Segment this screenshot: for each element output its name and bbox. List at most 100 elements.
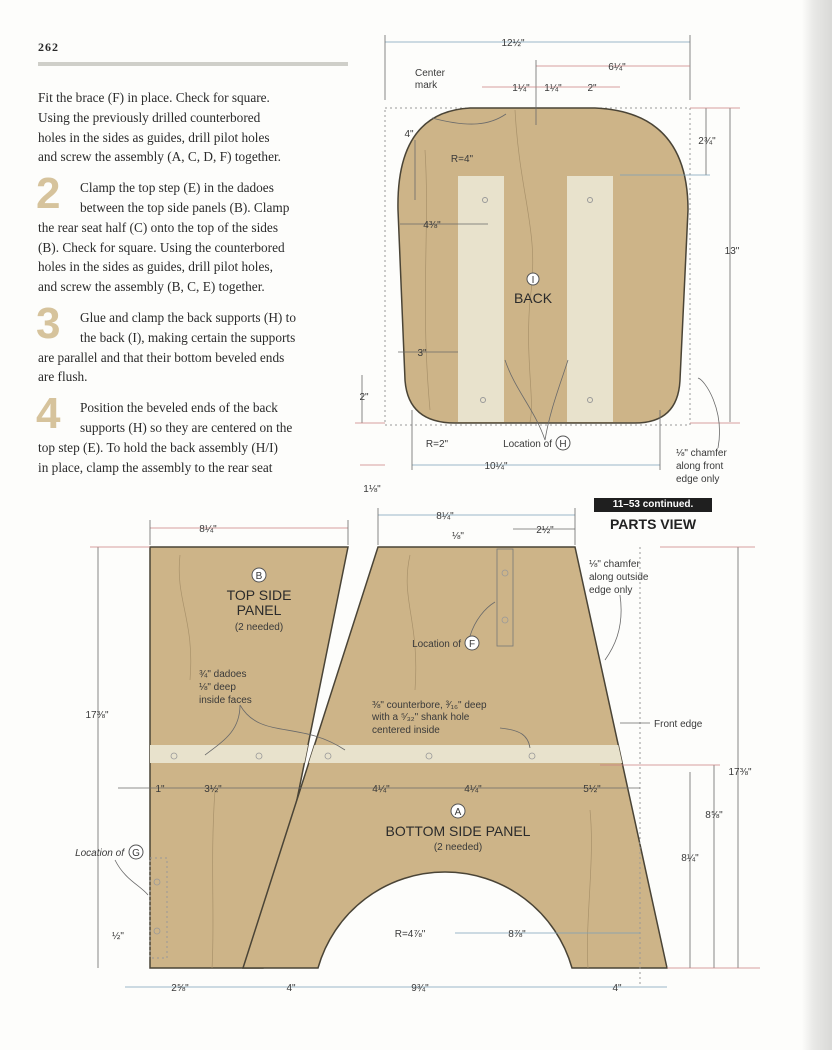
dim-label: ½"	[112, 931, 124, 942]
back-panel	[397, 107, 689, 424]
dim-label: 1¼"	[512, 82, 530, 94]
note-line: edge only	[589, 585, 632, 596]
dim-label: 6¼"	[608, 61, 626, 73]
text-line: and screw the assembly (B, C, E) togethe…	[38, 279, 265, 295]
back-bounding-box	[384, 107, 691, 426]
part-letter: A	[455, 807, 462, 818]
step-3: 3 Glue and clamp the back supports (H) t…	[36, 301, 358, 387]
paragraph-1: Fit the brace (F) in place. Check for sq…	[38, 88, 358, 167]
part-letter: G	[132, 848, 140, 859]
dim-label: 9¾"	[411, 983, 429, 994]
text-line: holes in the sides as guides, drill pilo…	[38, 129, 270, 145]
text-line: Glue and clamp the back supports (H) to	[80, 309, 297, 325]
note-line: along outside	[589, 572, 649, 583]
dim-label: 1⅛"	[363, 484, 381, 495]
wood-grain	[424, 149, 431, 411]
wood-grain	[514, 109, 534, 423]
top-step-dado	[150, 745, 667, 763]
dim-label: 2¾"	[698, 136, 716, 147]
part-qty: (2 needed)	[235, 622, 283, 633]
dim-label: 10¼"	[484, 460, 507, 472]
dim-label: 13"	[725, 246, 740, 257]
hole-mark	[587, 197, 593, 203]
text-line: are parallel and that their bottom bevel…	[38, 349, 285, 365]
part-letter: I	[532, 275, 535, 286]
page-edge-shadow	[802, 0, 832, 1050]
note-line: centered inside	[372, 725, 440, 736]
part-letter-circle	[128, 844, 144, 860]
text-line: supports (H) so they are centered on the	[80, 419, 293, 435]
step-4: 4 Position the beveled ends of the back …	[36, 392, 358, 477]
step-2: 2 Clamp the top step (E) in the dadoes b…	[36, 172, 358, 297]
instructions-column: Fit the brace (F) in place. Check for sq…	[36, 88, 358, 488]
dim-label: 2"	[359, 392, 369, 403]
dim-label: 4¼"	[464, 783, 482, 795]
part-letter-circle	[464, 635, 480, 651]
part-letter-circle	[526, 272, 540, 286]
note-line: ⅜" counterbore, ³⁄₁₆" deep	[372, 700, 487, 711]
part-letter: B	[256, 571, 263, 582]
part-letter-circle	[251, 567, 267, 583]
part-name: TOP SIDE	[227, 587, 292, 603]
text-line: top step (E). To hold the back assembly …	[38, 439, 278, 455]
dim-label: 5½"	[583, 784, 601, 795]
dim-label: 1"	[155, 784, 165, 795]
part-letter-circle	[450, 803, 466, 819]
dim-label: 8¼"	[199, 523, 217, 535]
part-g-outline	[149, 857, 168, 959]
part-name: BOTTOM SIDE PANEL	[386, 823, 531, 839]
page-number: 262	[38, 40, 59, 54]
hole-mark	[482, 197, 488, 203]
dim-label: 1¼"	[544, 82, 562, 94]
note-line: ⅛" deep	[199, 682, 236, 693]
front-edge-label: Front edge	[654, 719, 703, 730]
hole-mark	[480, 397, 486, 403]
note-line: along front	[676, 461, 723, 472]
dim-label: 4"	[612, 983, 622, 994]
dim-label: 4"	[286, 983, 296, 994]
text-line: (B). Check for square. Using the counter…	[38, 239, 285, 255]
dim-label: 8⅝"	[705, 810, 723, 821]
screw-holes	[153, 569, 536, 935]
dim-label: 8¼"	[436, 510, 454, 522]
part-letter: F	[469, 639, 475, 650]
header-rule	[38, 62, 348, 66]
location-label: Location of	[75, 848, 125, 859]
back-support-strip	[458, 176, 504, 422]
dim-label: 3½"	[204, 784, 222, 795]
center-mark-label: Center	[415, 68, 446, 79]
dim-label: 17⅜"	[728, 767, 751, 778]
text-line: Fit the brace (F) in place. Check for sq…	[38, 90, 270, 105]
dim-label: R=4"	[451, 154, 474, 165]
dim-label: 2"	[587, 83, 597, 94]
part-name: PANEL	[237, 602, 282, 618]
text-line: between the top side panels (B). Clamp	[80, 199, 290, 215]
dim-label: 4"	[404, 129, 414, 140]
part-qty: (2 needed)	[434, 842, 482, 853]
text-line: holes in the sides as guides, drill pilo…	[38, 259, 273, 275]
dim-label: 8¼"	[681, 852, 699, 864]
brace-f-outline	[496, 548, 514, 647]
text-line: are flush.	[38, 369, 88, 385]
step-number: 2	[36, 169, 61, 219]
dim-label: 8⅞"	[508, 929, 526, 940]
part-name: BACK	[514, 290, 553, 306]
figure-title: PARTS VIEW	[610, 516, 697, 532]
dim-label: 4⅜"	[423, 220, 441, 231]
text-line: and screw the assembly (A, C, D, F) toge…	[38, 149, 281, 165]
center-mark-label: mark	[415, 80, 438, 91]
text-line: in place, clamp the assembly to the rear…	[38, 459, 273, 475]
location-label: Location of	[503, 439, 552, 450]
text-line: Using the previously drilled counterbore…	[38, 109, 261, 125]
text-line: Position the beveled ends of the back	[80, 400, 278, 416]
text-line: the back (I), making certain the support…	[80, 329, 296, 345]
part-letter-circle	[555, 435, 571, 451]
dim-label: 12½"	[501, 38, 524, 49]
figure-badge: 11–53 continued.	[594, 498, 712, 512]
dim-label: 17⅜"	[85, 710, 108, 721]
back-support-strip	[567, 176, 613, 422]
dim-label: R=4⅞"	[395, 929, 426, 940]
note-line: edge only	[676, 474, 719, 485]
text-line: the rear seat half (C) onto the top of t…	[38, 219, 279, 235]
